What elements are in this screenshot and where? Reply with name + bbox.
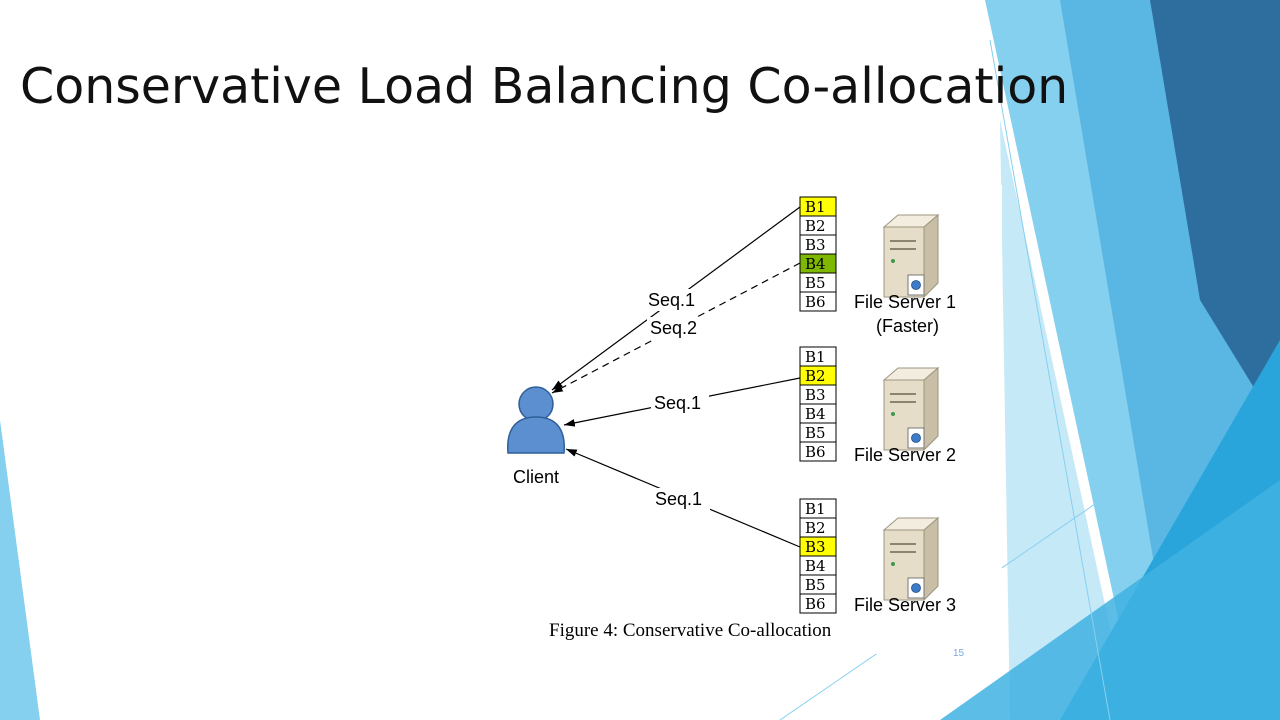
sequence-label: Seq.1	[648, 290, 695, 310]
client-person-icon	[507, 386, 565, 454]
block-label: B1	[805, 348, 826, 366]
block-label: B4	[805, 255, 826, 273]
sequence-label-backdrop	[645, 289, 703, 311]
sequence-label-backdrop	[652, 488, 710, 510]
sequence-label: Seq.1	[655, 489, 702, 509]
block-label: B3	[805, 538, 826, 556]
block-label: B2	[805, 519, 826, 537]
server-power-light	[891, 562, 895, 566]
globe-icon	[911, 433, 921, 443]
block-label: B5	[805, 576, 826, 594]
sequence-arrow	[551, 262, 801, 394]
block-label: B5	[805, 274, 826, 292]
block-label: B6	[805, 443, 826, 461]
block-cell	[799, 441, 837, 462]
globe-icon	[911, 583, 921, 593]
block-label: B5	[805, 424, 826, 442]
file-server-icon	[882, 213, 940, 299]
block-label: B3	[805, 386, 826, 404]
block-label: B1	[805, 198, 826, 216]
facet-lower-mid	[940, 480, 1280, 720]
globe-icon	[911, 280, 921, 290]
client-body	[507, 416, 565, 454]
client-head	[518, 386, 554, 422]
file-server-label: File Server 3	[854, 595, 956, 615]
server-side	[923, 366, 939, 452]
sequence-label-backdrop	[651, 392, 709, 414]
file-server-label: File Server 2	[854, 445, 956, 465]
figure-caption: Figure 4: Conservative Co-allocation	[549, 620, 832, 641]
file-server-icon	[882, 366, 940, 452]
block-label: B4	[805, 405, 826, 423]
block-label: B4	[805, 557, 826, 575]
facet-dark-top	[1150, 0, 1280, 430]
block-label: B3	[805, 236, 826, 254]
client-label: Client	[513, 467, 559, 487]
block-label: B6	[805, 595, 826, 613]
block-label: B2	[805, 367, 826, 385]
file-server-note: (Faster)	[876, 316, 939, 336]
block-cell	[799, 291, 837, 312]
server-side	[923, 213, 939, 299]
server-power-light	[891, 259, 895, 263]
sequence-label: Seq.2	[650, 318, 697, 338]
file-server-label: File Server 1	[854, 292, 956, 312]
facet-pale	[1000, 120, 1130, 720]
facet-thin-line-1	[989, 39, 1111, 720]
co-allocation-diagram: ClientB1B2B3B4B5B6B1B2B3B4B5B6B1B2B3B4B5…	[507, 196, 956, 641]
block-cell	[799, 593, 837, 614]
slide-title: Conservative Load Balancing Co-allocatio…	[20, 58, 1069, 115]
server-power-light	[891, 412, 895, 416]
slide-number: 15	[953, 648, 965, 659]
sequence-label: Seq.1	[654, 393, 701, 413]
block-label: B1	[805, 500, 826, 518]
facet-left-edge	[0, 420, 40, 720]
sequence-label-backdrop	[647, 317, 705, 339]
block-label: B6	[805, 293, 826, 311]
file-server-icon	[882, 516, 940, 602]
block-label: B2	[805, 217, 826, 235]
server-side	[923, 516, 939, 602]
